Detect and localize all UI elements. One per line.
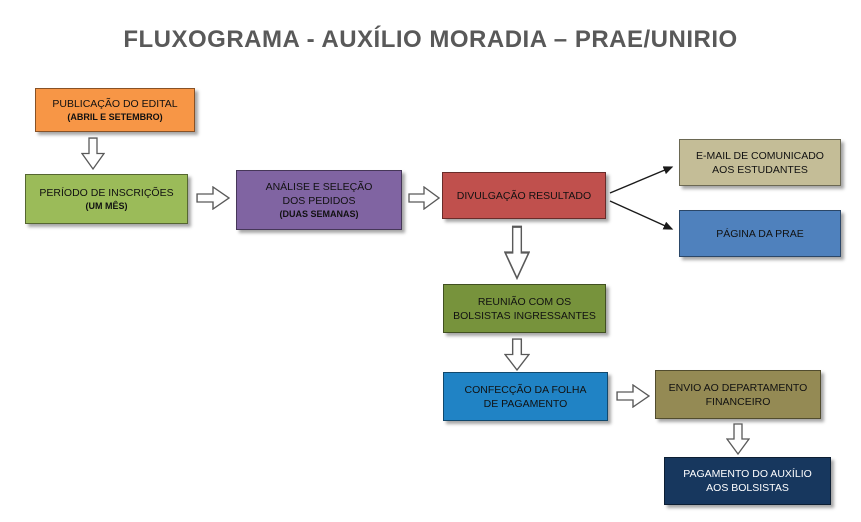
node-reuniao-line1: REUNIÃO COM OS [477, 295, 572, 308]
node-publicacao-edital: PUBLICAÇÃO DO EDITAL (ABRIL E SETEMBRO) [35, 88, 195, 132]
node-envio-line2: FINANCEIRO [705, 395, 771, 408]
node-analise-selecao: ANÁLISE E SELEÇÃO DOS PEDIDOS (DUAS SEMA… [236, 170, 402, 230]
arrow-reuniao-to-confeccao-icon [504, 338, 530, 371]
node-confeccao-folha: CONFECÇÃO DA FOLHA DE PAGAMENTO [443, 372, 608, 421]
node-confeccao-line2: DE PAGAMENTO [483, 397, 568, 410]
arrow-divulgacao-to-reuniao-icon [504, 225, 530, 280]
node-email-comunicado: E-MAIL DE COMUNICADO AOS ESTUDANTES [679, 139, 841, 186]
node-periodo-sub: (UM MÊS) [85, 200, 128, 211]
node-analise-line2: DOS PEDIDOS [282, 194, 356, 207]
node-publicacao-sub: (ABRIL E SETEMBRO) [67, 111, 163, 122]
node-divulgacao-resultado: DIVULGAÇÃO RESULTADO [442, 172, 606, 219]
node-divulgacao-line1: DIVULGAÇÃO RESULTADO [456, 189, 592, 202]
arrow-envio-to-pagamento-icon [726, 423, 750, 455]
node-analise-sub: (DUAS SEMANAS) [279, 208, 359, 219]
arrow-analise-to-divulgacao-icon [408, 186, 440, 210]
node-reuniao-bolsistas: REUNIÃO COM OS BOLSISTAS INGRESSANTES [443, 284, 606, 333]
arrow-publicacao-to-periodo-icon [81, 137, 105, 170]
node-analise-line1: ANÁLISE E SELEÇÃO [265, 180, 373, 193]
node-confeccao-line1: CONFECÇÃO DA FOLHA [464, 383, 587, 396]
node-periodo-inscricoes: PERÍODO DE INSCRIÇÕES (UM MÊS) [25, 174, 188, 224]
node-email-line2: AOS ESTUDANTES [712, 163, 808, 176]
arrow-confeccao-to-envio-icon [616, 384, 650, 408]
page-title: FLUXOGRAMA - AUXÍLIO MORADIA – PRAE/UNIR… [123, 26, 738, 53]
node-publicacao-line1: PUBLICAÇÃO DO EDITAL [52, 97, 178, 110]
node-pagamento-line2: AOS BOLSISTAS [706, 482, 789, 494]
arrow-periodo-to-analise-icon [196, 186, 230, 210]
arrows-divulgacao-branches-icon [609, 166, 674, 230]
node-envio-departamento: ENVIO AO DEPARTAMENTO FINANCEIRO [655, 370, 821, 419]
node-pagina-prae: PÁGINA DA PRAE [679, 210, 841, 257]
node-pagamento-line1: PAGAMENTO DO AUXÍLIO [683, 468, 812, 480]
node-periodo-line1: PERÍODO DE INSCRIÇÕES [39, 186, 174, 199]
node-reuniao-line2: BOLSISTAS INGRESSANTES [453, 309, 596, 322]
node-pagina-line1: PÁGINA DA PRAE [716, 227, 804, 240]
node-pagamento-auxilio: PAGAMENTO DO AUXÍLIO AOS BOLSISTAS [664, 457, 831, 505]
node-envio-line1: ENVIO AO DEPARTAMENTO [668, 381, 808, 394]
node-email-line1: E-MAIL DE COMUNICADO [696, 149, 824, 162]
